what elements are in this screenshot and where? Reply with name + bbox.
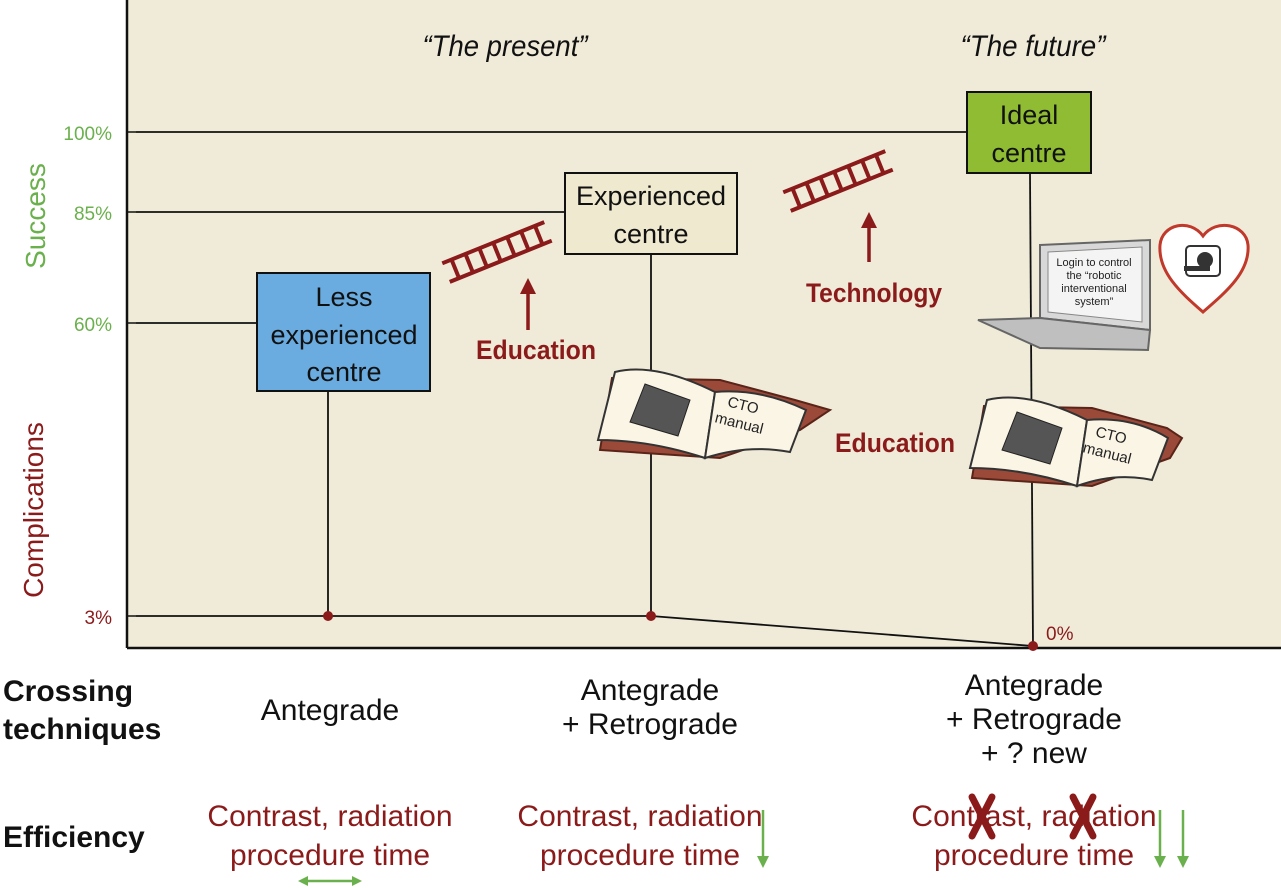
laptop-screen-line: interventional <box>1061 283 1126 295</box>
technique-col2: Antegrade <box>581 674 719 707</box>
experienced-centre-complication-dot <box>646 611 656 621</box>
tick-0: 0% <box>1046 624 1074 645</box>
laptop-icon: Login to control the “robotic interventi… <box>977 238 1152 352</box>
tick-60: 60% <box>74 315 112 336</box>
book-icon: CTO manual <box>596 368 833 460</box>
technique-col3: + Retrograde <box>946 703 1122 736</box>
svg-text:experienced: experienced <box>270 320 417 350</box>
efficiency-col3: Contrast, radiation <box>911 800 1156 833</box>
tick-100: 100% <box>63 124 112 145</box>
svg-text:centre: centre <box>306 357 381 387</box>
efficiency-label: Efficiency <box>3 821 145 854</box>
laptop-screen-line: system” <box>1075 296 1114 308</box>
svg-text:centre: centre <box>991 138 1066 168</box>
present-label: “The present” <box>423 30 590 63</box>
heart-logo-icon <box>1158 223 1250 314</box>
technique-col2: + Retrograde <box>562 708 738 741</box>
ideal-centre-complication-dot <box>1028 641 1038 651</box>
ladder-icon <box>782 149 894 213</box>
technology-label: Technology <box>806 278 942 308</box>
double-arrow-icon <box>298 876 362 886</box>
technique-col1: Antegrade <box>261 694 399 727</box>
svg-text:Less: Less <box>315 282 372 312</box>
less-centre-complication-dot <box>323 611 333 621</box>
education-label: Education <box>835 428 955 458</box>
crossing-techniques-label: Crossing <box>3 675 133 708</box>
efficiency-col2: Contrast, radiation <box>517 800 762 833</box>
tick-3: 3% <box>85 608 113 629</box>
cross-out-icon <box>1069 793 1097 840</box>
down-arrow-icon <box>1154 810 1166 868</box>
laptop-screen-line: the “robotic <box>1066 270 1122 282</box>
ideal-centre-box: Ideal centre <box>966 91 1092 174</box>
efficiency-col1: procedure time <box>230 839 430 872</box>
efficiency-col3: procedure time <box>934 839 1134 872</box>
success-axis-title: Success <box>20 163 51 269</box>
svg-text:Experienced: Experienced <box>576 181 726 211</box>
complication-line-slope <box>650 615 1034 647</box>
technique-col3: Antegrade <box>965 669 1103 702</box>
complications-axis-title: Complications <box>18 422 49 598</box>
book-icon: CTO manual <box>968 396 1184 488</box>
efficiency-col2: procedure time <box>540 839 740 872</box>
technique-col3: + ? new <box>981 737 1087 770</box>
crossing-techniques-label: techniques <box>3 713 161 746</box>
future-label: “The future” <box>961 30 1108 63</box>
cross-out-icon <box>968 793 996 840</box>
up-arrow-icon <box>861 212 877 262</box>
svg-text:centre: centre <box>613 219 688 249</box>
down-arrow-icon <box>757 810 769 868</box>
down-arrow-icon <box>1177 810 1189 868</box>
tick-85: 85% <box>74 204 112 225</box>
up-arrow-icon <box>520 278 536 330</box>
laptop-screen-line: Login to control <box>1056 257 1131 269</box>
experienced-centre-box: Experienced centre <box>564 172 738 255</box>
svg-text:Ideal: Ideal <box>1000 100 1059 130</box>
less-experienced-centre-box: Less experienced centre <box>256 272 431 392</box>
education-label: Education <box>476 335 596 365</box>
ladder-icon <box>441 220 553 284</box>
efficiency-col1: Contrast, radiation <box>207 800 452 833</box>
